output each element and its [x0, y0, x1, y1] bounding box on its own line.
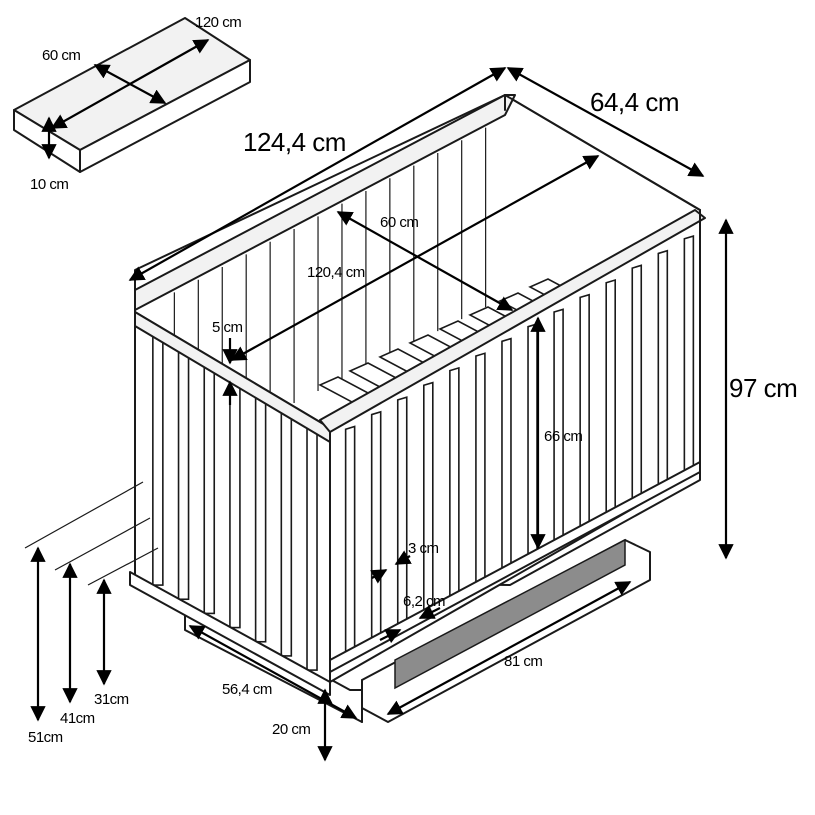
base-length-label: 81 cm [504, 653, 542, 670]
front-bar [501, 337, 512, 574]
bar-width-arrow-left [370, 569, 388, 584]
end-bar [152, 331, 164, 586]
front-bar [553, 308, 564, 545]
end-panel [129, 311, 331, 696]
leg-height-label: 20 cm [272, 721, 310, 738]
base-length-arrow [386, 581, 632, 715]
level-mid-label: 41cm [60, 710, 95, 727]
level-low-label: 31cm [94, 691, 129, 708]
end-bar [203, 363, 216, 615]
front-bar [631, 264, 643, 503]
front-bar [344, 425, 356, 658]
front-bar [370, 410, 382, 644]
end-bar [229, 378, 241, 629]
outer-width-arrow [506, 67, 705, 177]
front-bar [527, 322, 538, 560]
side-height-label: 66 cm [544, 428, 582, 445]
base-depth-label: 56,4 cm [222, 681, 272, 698]
level-high-leader [24, 481, 144, 549]
end-bar [306, 425, 318, 671]
outer-width-label: 64,4 cm [590, 87, 679, 117]
bar-gap-label: 6,2 cm [403, 593, 445, 610]
end-bar [280, 409, 293, 657]
end-bar [254, 394, 267, 643]
rail-top-label: 5 cm [212, 319, 243, 336]
mattress-width-label: 60 cm [42, 47, 80, 64]
front-bar [657, 249, 669, 489]
front-bar [449, 366, 460, 602]
level-mid-leader [54, 517, 151, 571]
end-bar [177, 347, 190, 601]
mattress-height-label: 10 cm [30, 176, 68, 193]
front-bars [344, 235, 695, 658]
front-bar [683, 235, 695, 475]
mattress-drawing: 120 cm 60 cm 10 cm [13, 14, 251, 193]
mattress-length-label: 120 cm [195, 14, 241, 31]
crib-drawing [129, 94, 706, 723]
total-height-label: 97 cm [729, 373, 797, 403]
inner-length-label: 120,4 cm [307, 264, 365, 281]
crib-dimensions: 124,4 cm 64,4 cm 97 cm 120,4 cm 60 cm 5 … [24, 67, 798, 762]
inner-width-label: 60 cm [380, 214, 418, 231]
bar-width-arrow-right [394, 550, 412, 565]
outer-length-label: 124,4 cm [243, 127, 346, 157]
level-high-label: 51cm [28, 729, 63, 746]
front-bar [423, 381, 434, 616]
front-bar [579, 293, 590, 531]
front-bar [475, 352, 486, 588]
front-bar [605, 278, 616, 517]
bar-width-label: 3 cm [408, 540, 439, 557]
inner-width-arrow [336, 211, 514, 311]
